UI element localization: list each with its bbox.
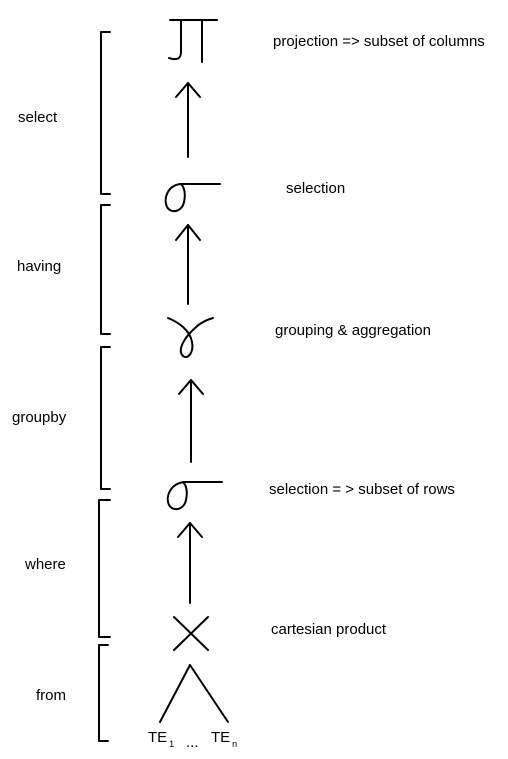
bracket-from [98,644,109,742]
operator-label-selection: selection [286,180,346,197]
bracket-having [100,204,111,335]
arrow-up-icon [177,522,203,604]
leaf-base: TE [148,729,168,746]
clause-label-groupby: groupby [12,409,67,426]
arrow-up-icon [175,224,201,305]
operator-label-grouping: grouping & aggregation [275,322,431,339]
leaf-subscript: 1 [169,739,175,749]
selection-sigma-icon [166,481,223,511]
bracket-groupby [100,346,111,490]
clause-label-having: having [17,258,62,275]
clause-label-from: from [36,687,66,704]
arrow-up-icon [175,82,201,158]
clause-label-where: where [25,556,66,573]
cross-product-icon [173,616,209,651]
selection-sigma-icon [164,183,221,213]
operator-label-selection-rows: selection = > subset of rows [269,481,455,498]
operator-label-projection: projection => subset of columns [273,33,485,50]
leaf-base: TE [211,729,231,746]
bracket-select [100,31,111,195]
leaf-subscript: n [232,739,238,749]
clause-label-select: select [18,109,58,126]
leaf-ellipsis: ... [186,734,199,751]
operator-label-cartesian: cartesian product [271,621,387,638]
grouping-gamma-icon [167,317,214,358]
projection-pi-icon [168,19,218,63]
tree-branches [159,664,229,723]
bracket-where [98,499,111,638]
arrow-up-icon [178,379,204,463]
